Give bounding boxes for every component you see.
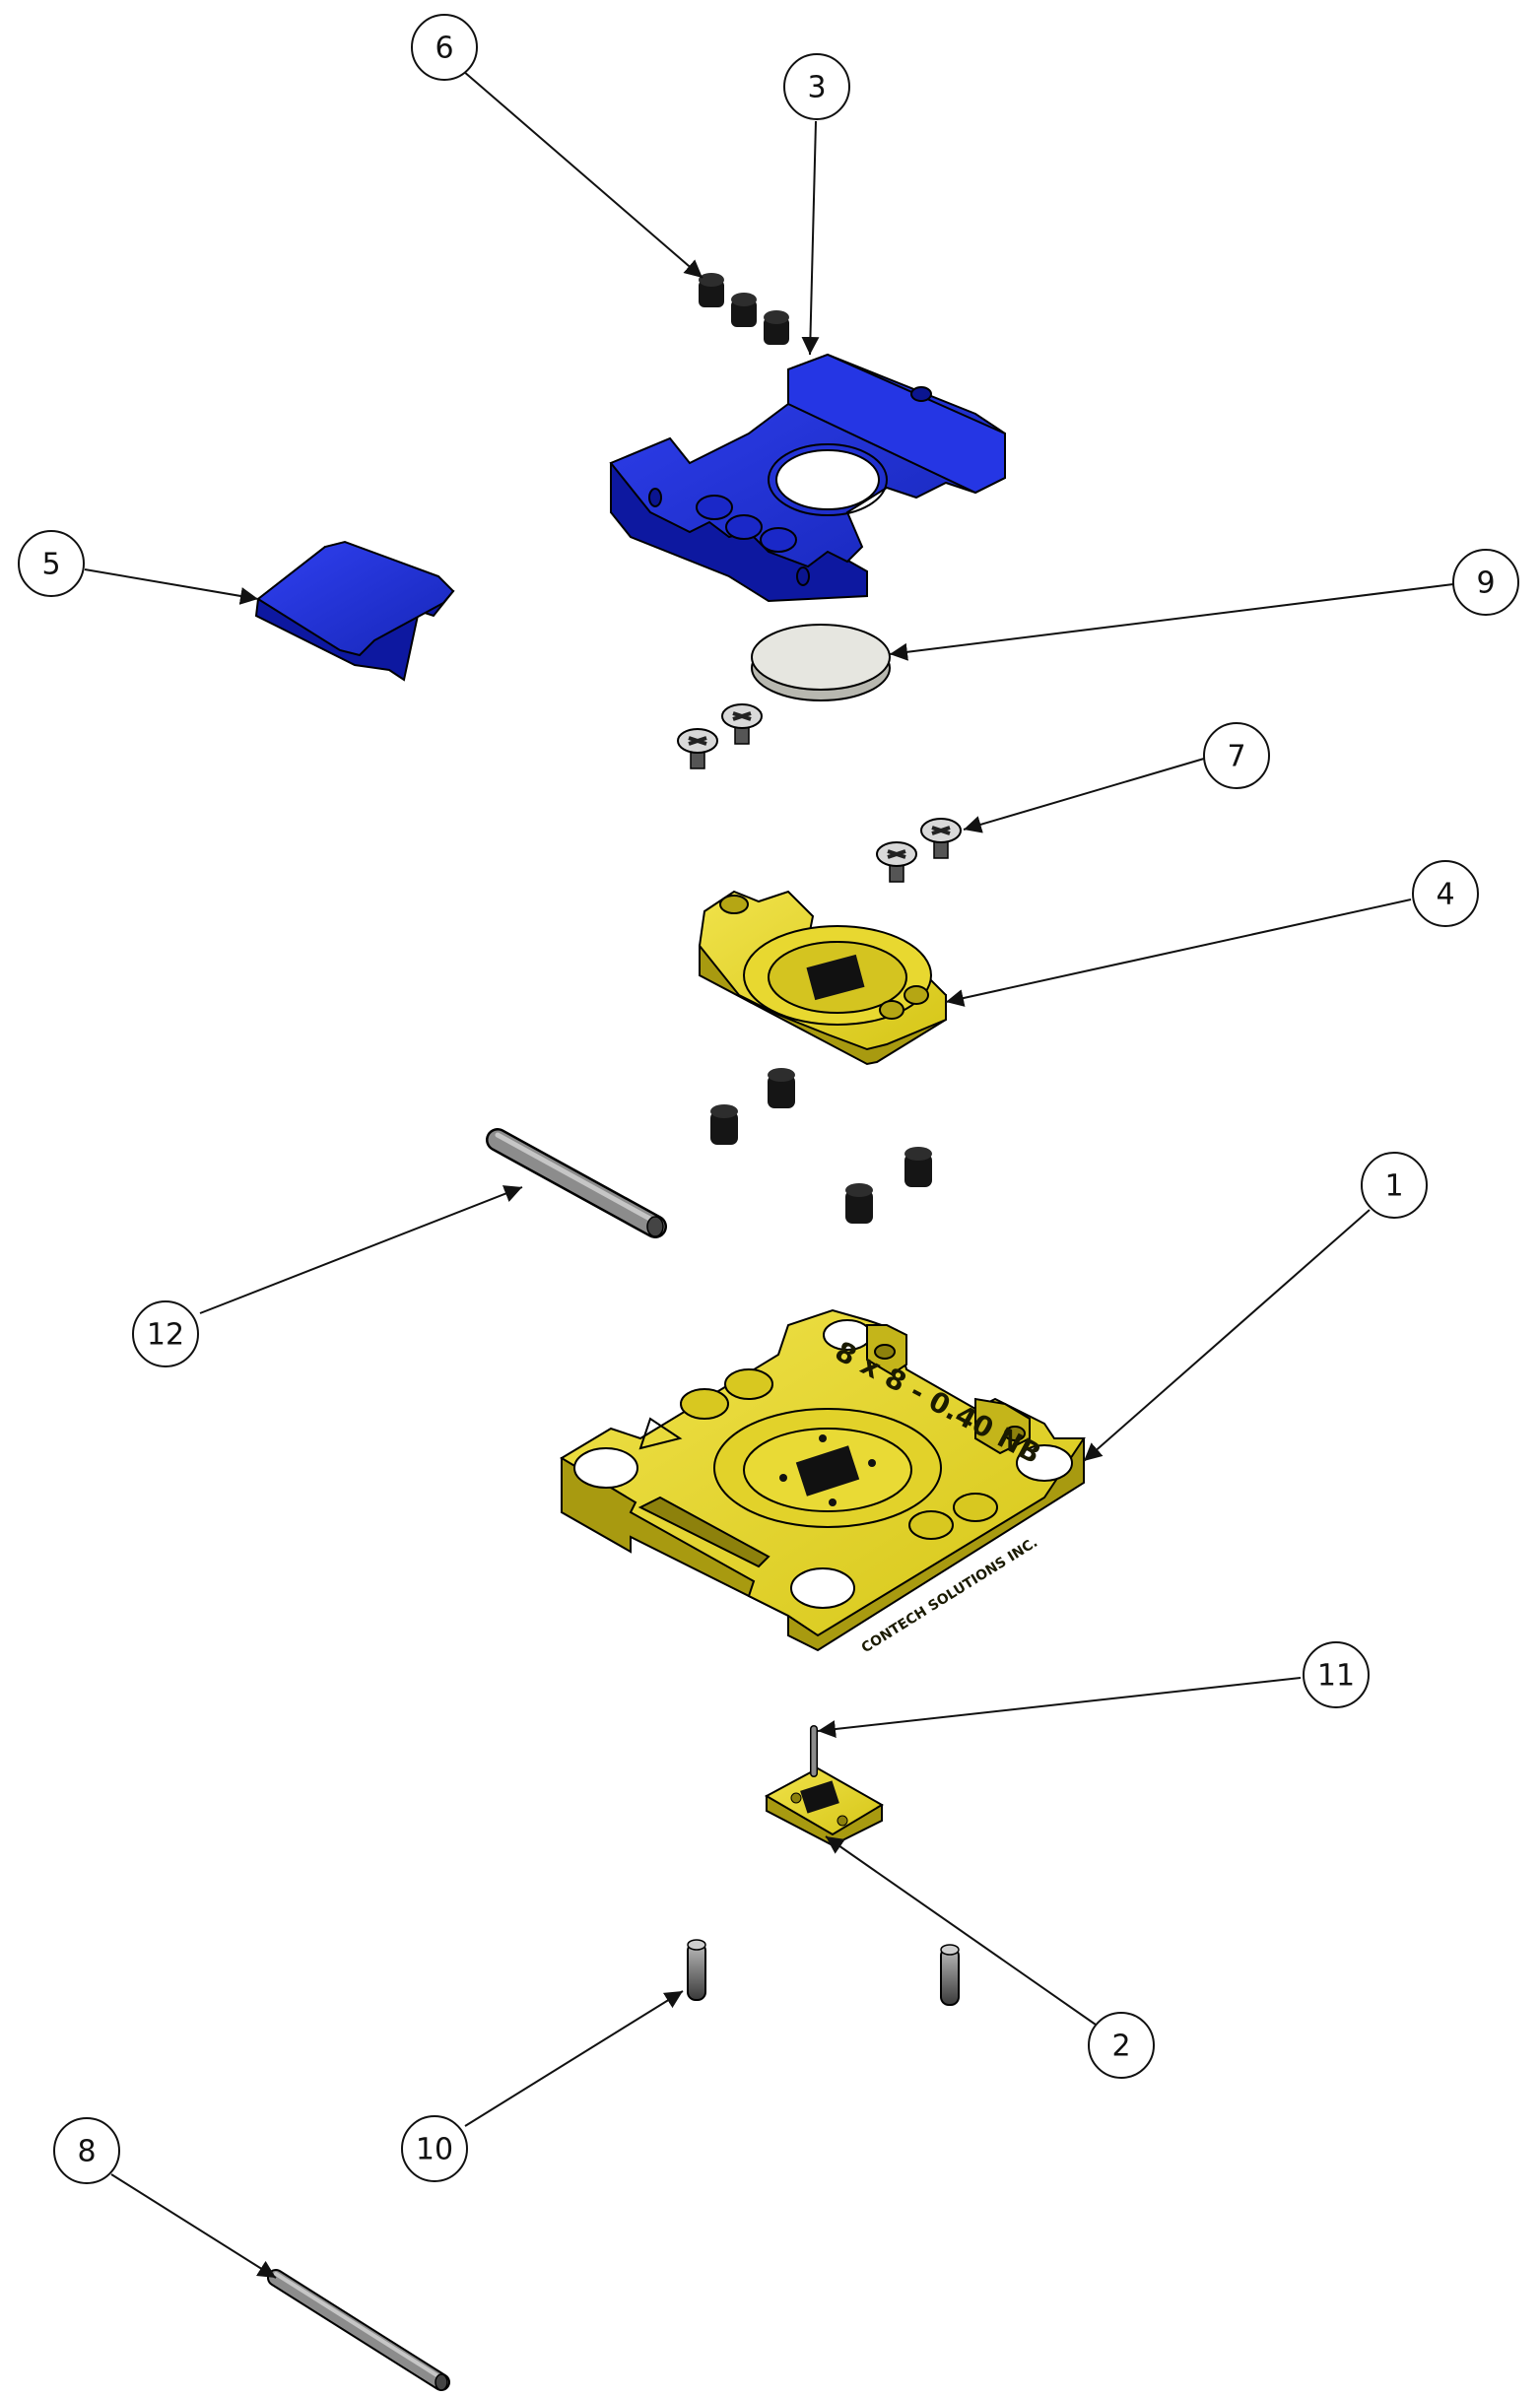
balloon-12-label: 12 <box>147 1318 184 1353</box>
balloon-9: 9 <box>1452 549 1519 616</box>
leader-8 <box>110 2173 277 2279</box>
disc-9 <box>751 624 891 701</box>
leader-2 <box>825 1835 1097 2026</box>
rod-8 <box>267 2269 450 2391</box>
balloon-1-label: 1 <box>1384 1169 1403 1204</box>
blue-lid-3 <box>609 353 1006 603</box>
balloon-6-label: 6 <box>435 32 453 66</box>
balloon-10: 10 <box>401 2115 468 2182</box>
leader-7 <box>963 758 1205 833</box>
leader-4 <box>945 899 1412 1007</box>
leader-12 <box>199 1185 523 1314</box>
pin-12 <box>486 1128 667 1238</box>
leader-1 <box>1083 1209 1371 1462</box>
yellow-insert-4 <box>698 890 947 1066</box>
leader-6 <box>462 70 703 279</box>
set-screws-middle <box>710 1068 932 1224</box>
dowel-pins-10 <box>687 1939 960 2006</box>
balloon-8-label: 8 <box>77 2135 96 2169</box>
leader-11 <box>817 1677 1302 1738</box>
balloon-11: 11 <box>1303 1641 1370 1708</box>
balloon-3-label: 3 <box>807 71 826 105</box>
balloon-1: 1 <box>1361 1152 1428 1219</box>
screws-pair-upper <box>677 703 763 769</box>
balloon-8: 8 <box>53 2117 120 2184</box>
balloon-4: 4 <box>1412 860 1479 927</box>
balloon-2: 2 <box>1088 2012 1155 2079</box>
balloon-7: 7 <box>1203 722 1270 789</box>
leader-10 <box>464 1990 684 2127</box>
balloon-7-label: 7 <box>1227 740 1245 774</box>
leader-lines <box>84 70 1454 2279</box>
balloon-5-label: 5 <box>41 548 60 582</box>
balloon-10-label: 10 <box>416 2133 453 2167</box>
small-nest-2 <box>764 1766 884 1847</box>
balloon-11-label: 11 <box>1317 1659 1355 1694</box>
balloons: 6 3 5 9 7 4 1 12 11 2 10 8 <box>18 14 1519 2184</box>
balloon-4-label: 4 <box>1436 878 1454 912</box>
leader-5 <box>84 568 259 605</box>
screws-7 <box>876 818 962 883</box>
balloon-12: 12 <box>132 1300 199 1367</box>
balloon-3: 3 <box>783 53 850 120</box>
leader-9 <box>889 583 1454 661</box>
balloon-5: 5 <box>18 530 85 597</box>
yellow-base-1: 8 x 8 - 0.40 NB CONTECH SOLUTIONS INC. <box>560 1308 1086 1656</box>
balloon-6: 6 <box>411 14 478 81</box>
blue-latch-5 <box>254 540 455 682</box>
leader-3 <box>801 120 820 356</box>
set-screws-6 <box>699 273 789 345</box>
balloon-2-label: 2 <box>1111 2030 1130 2064</box>
balloon-9-label: 9 <box>1476 566 1495 601</box>
